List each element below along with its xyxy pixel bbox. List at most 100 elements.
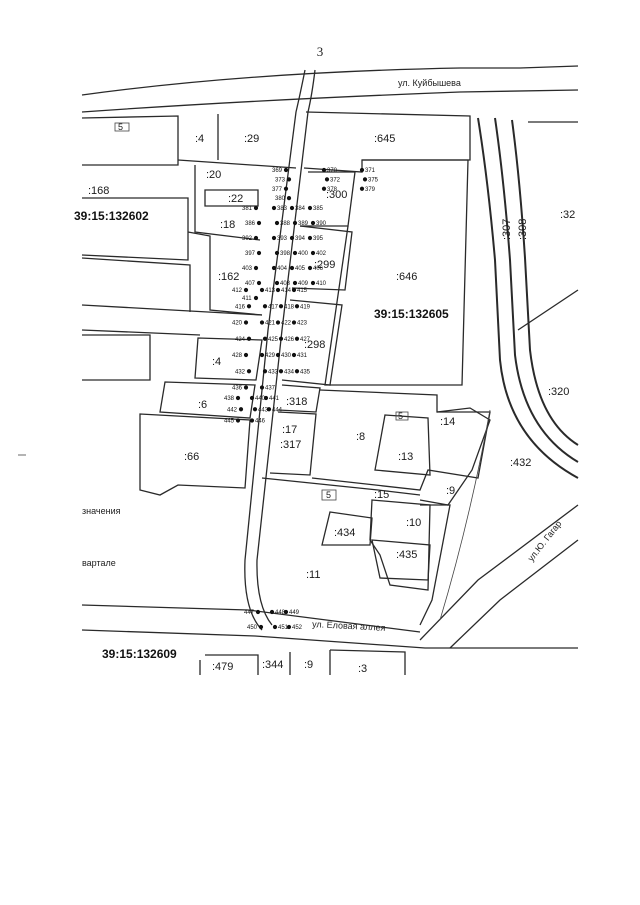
street-gagarina-label: ул.Ю. Гагар [526,519,564,563]
boundary-point-number: 427 [300,337,311,343]
parcel-boundary [439,409,491,621]
boundary-point [291,287,297,293]
boundary-point-number: 449 [289,610,300,616]
boundary-point [243,287,249,293]
boundary-point-number: 385 [313,206,324,212]
boundary-point-number: 438 [224,396,235,402]
boundary-point [275,352,281,358]
boundary-point [271,265,277,271]
boundary-point-number: 407 [245,281,256,287]
parcel-label: :307 [501,219,513,240]
boundary-point-number: 443 [258,407,269,413]
boundary-point-number: 402 [316,251,327,257]
parcel-label: :29 [244,133,259,145]
boundary-point [278,304,284,309]
boundary-point [253,205,259,211]
boundary-point-number: 437 [265,386,276,392]
boundary-point-number: 398 [280,251,291,257]
street-edge [81,604,421,633]
boundary-point [262,304,268,309]
page-number: 3 [316,44,324,59]
boundary-point [262,336,268,341]
boundary-point [272,624,278,630]
boundary-point [278,336,284,341]
street-edge [449,539,579,649]
boundary-point-number: 372 [330,177,341,183]
boundary-point-number: 419 [300,304,311,310]
parcel-boundary [82,334,151,381]
parcel-label: :320 [548,386,569,398]
boundary-point [291,352,297,358]
boundary-point [243,320,249,325]
parcel-boundary [194,165,261,241]
boundary-point [262,369,268,374]
parcel-boundary [311,389,491,491]
parcel-boundary [187,231,263,316]
boundary-point [238,407,244,412]
boundary-point-number: 447 [244,610,255,616]
parcel-label: :20 [206,169,221,181]
alley-edge [244,69,306,631]
boundary-point-number: 431 [297,353,308,359]
boundary-point [289,265,295,271]
rail-strip [494,117,579,463]
boundary-point-number: 417 [268,304,279,310]
boundary-point [256,250,262,256]
boundary-point-number: 429 [265,353,276,359]
boundary-point-number: 420 [232,321,243,327]
parcel-label: :6 [198,399,207,411]
block-number: 39:15:132609 [102,647,177,661]
parcel-boundary [517,289,579,331]
boundary-point-number: 400 [298,251,309,257]
parcel-label: :32 [560,209,575,221]
boundary-point [294,336,300,341]
boundary-point [274,220,280,226]
small-tag-box [114,122,130,132]
boundary-point [246,369,252,374]
boundary-point-number: 413 [265,288,276,294]
parcel-label: :479 [212,661,233,673]
boundary-point [289,205,295,211]
boundary-point-number: 444 [272,407,283,413]
boundary-point [246,304,252,309]
boundary-point-number: 451 [278,625,289,631]
boundary-point-number: 404 [277,266,288,272]
parcel-label: :300 [326,189,347,201]
parcel-label: :4 [212,356,221,368]
parcel-label: :162 [218,271,239,283]
parcel-label: :13 [398,451,413,463]
parcel-boundary [159,381,256,419]
boundary-point [275,320,281,325]
boundary-point [278,369,284,374]
parcel-label: :14 [440,416,455,428]
boundary-point [259,385,265,390]
boundary-point-number: 379 [365,187,376,193]
boundary-point-number: 378 [327,187,338,193]
parcel-label: :66 [184,451,199,463]
parcel-boundary [321,511,373,546]
boundary-point-number: 380 [275,196,286,202]
boundary-point [286,624,292,630]
boundary-point-number: 452 [292,625,303,631]
boundary-point-number: 430 [281,353,292,359]
boundary-point-number: 403 [242,266,253,272]
parcel-label: :17 [282,424,297,436]
boundary-point-number: 424 [235,337,246,343]
boundary-point [258,624,264,630]
street-elovaya-label: ул. Еловая аллея [312,619,386,633]
boundary-point-number: 414 [281,288,292,294]
boundary-point-number: 433 [268,369,279,375]
rail-strip [511,119,579,446]
boundary-point [249,395,255,401]
boundary-point-number: 426 [284,337,295,343]
street-kuibysheva-label: ул. Куйбышева [398,78,461,88]
parcel-boundary [177,159,297,169]
street-edge [81,629,578,649]
boundary-point-number: 394 [295,236,306,242]
parcel-boundary [194,337,263,381]
boundary-point-number: 393 [277,236,288,242]
